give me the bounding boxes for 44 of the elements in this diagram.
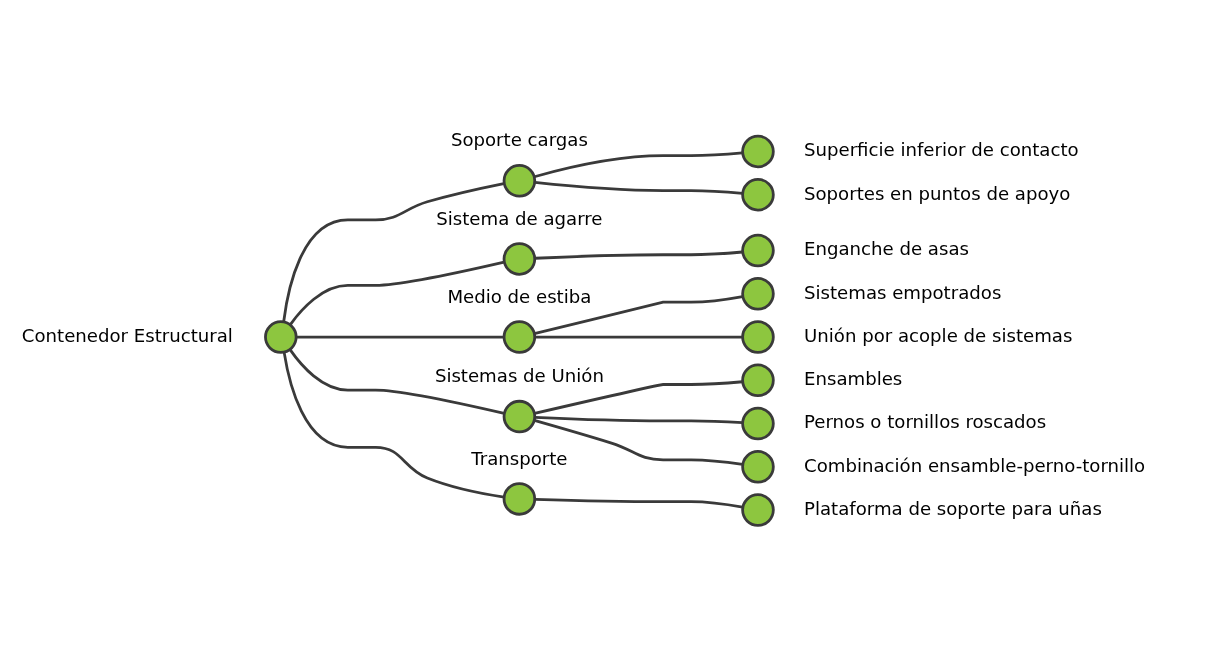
connector bbox=[534, 180, 743, 195]
node-circle bbox=[502, 319, 537, 354]
node-circle bbox=[741, 406, 775, 440]
node-label: Plataforma de soporte para uñas bbox=[804, 497, 1102, 519]
node-label: Soporte cargas bbox=[450, 128, 588, 150]
node-circle bbox=[502, 399, 537, 433]
connector bbox=[533, 418, 743, 466]
connector bbox=[289, 348, 505, 415]
connector bbox=[282, 181, 505, 322]
node-circle bbox=[741, 363, 775, 397]
connector bbox=[534, 415, 743, 424]
node-circle bbox=[741, 319, 775, 354]
node-label: Soportes en puntos de apoyo bbox=[804, 182, 1071, 203]
node-circle bbox=[502, 241, 537, 276]
node-label: Contenedor Estructural bbox=[21, 324, 233, 346]
node-circle bbox=[502, 481, 537, 516]
connector bbox=[296, 335, 504, 338]
connector bbox=[534, 294, 743, 335]
node-label: Combinación ensamble-perno-tornillo bbox=[804, 454, 1146, 476]
node-label: Sistema de agarre bbox=[436, 207, 603, 229]
node-label: Sistemas de Unión bbox=[434, 364, 604, 386]
connector bbox=[534, 151, 743, 178]
connector bbox=[534, 379, 743, 415]
node-label: Unión por acople de sistemas bbox=[804, 324, 1073, 346]
node-label: Ensambles bbox=[804, 367, 903, 389]
node-circle bbox=[741, 134, 775, 168]
node-label: Medio de estiba bbox=[447, 285, 592, 307]
node-circle bbox=[741, 276, 775, 311]
node-circle bbox=[741, 449, 775, 484]
connector bbox=[289, 260, 505, 325]
node-circle bbox=[741, 177, 775, 211]
node-circle bbox=[264, 319, 298, 354]
node-label: Pernos o tornillos roscados bbox=[804, 410, 1047, 432]
connector bbox=[534, 250, 743, 260]
node-label: Transporte bbox=[471, 447, 568, 469]
connector bbox=[534, 497, 743, 509]
node-circle bbox=[502, 163, 537, 198]
connector bbox=[282, 351, 505, 498]
connector bbox=[534, 335, 743, 338]
node-label: Sistemas empotrados bbox=[804, 281, 1002, 303]
node-circle bbox=[741, 233, 775, 267]
node-label: Enganche de asas bbox=[804, 237, 969, 259]
node-label: Superficie inferior de contacto bbox=[804, 138, 1079, 160]
node-circle bbox=[741, 492, 775, 527]
